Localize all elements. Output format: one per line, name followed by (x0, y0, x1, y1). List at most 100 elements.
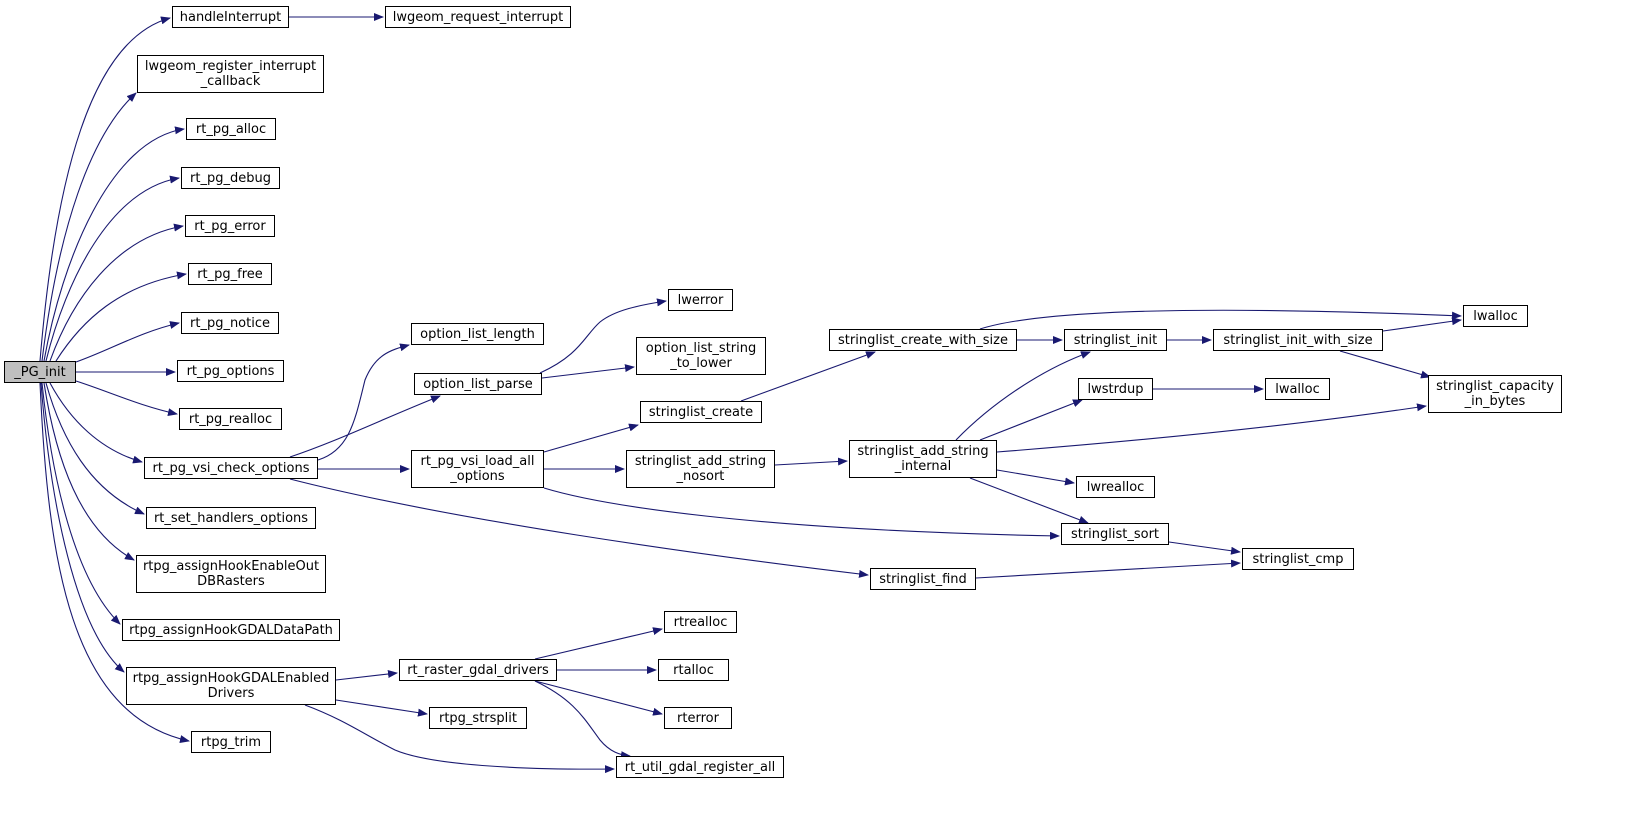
node-label-line: _internal (894, 459, 952, 474)
edge-stringlist_add_string_nosort-to-stringlist_add_string_internal (774, 457, 848, 466)
edge-pg_init-to-rt_pg_error (49, 223, 184, 362)
node-label: rtalloc (673, 662, 714, 678)
node-rt-pg-debug[interactable]: rt_pg_debug (181, 167, 280, 189)
node-label: lwalloc (1275, 381, 1320, 397)
node-rtrealloc[interactable]: rtrealloc (664, 611, 737, 633)
node-label: rt_pg_debug (190, 170, 271, 186)
node-rt-pg-free[interactable]: rt_pg_free (188, 263, 272, 285)
edge-pg_init-to-handleInterrupt (39, 16, 171, 362)
node-label: stringlist_init_with_size (1223, 332, 1373, 348)
edge-stringlist_add_string_internal-to-stringlist_init (955, 351, 1091, 441)
node-stringlist-create-with-size[interactable]: stringlist_create_with_size (829, 329, 1017, 351)
node-label-line: _nosort (676, 469, 725, 484)
edge-rtpg_assignHookGDALEnabledDrivers-to-rt_raster_gdal_drivers (335, 670, 398, 681)
node-label-line: Drivers (207, 686, 255, 701)
node-label: rtrealloc (673, 614, 728, 630)
node-rt-pg-realloc[interactable]: rt_pg_realloc (179, 408, 282, 430)
edge-rt_pg_vsi_check_options-to-option_list_parse (289, 395, 441, 458)
node-rt-raster-gdal-drivers[interactable]: rt_raster_gdal_drivers (399, 659, 557, 681)
edge-pg_init-to-rtpg_assignHookGDALDataPath (41, 382, 121, 625)
node-label: rt_pg_alloc (195, 121, 267, 137)
node-stringlist-create[interactable]: stringlist_create (640, 401, 762, 423)
node-stringlist-find[interactable]: stringlist_find (870, 568, 976, 590)
node-rterror[interactable]: rterror (664, 707, 732, 729)
edge-stringlist_add_string_internal-to-lwstrdup (979, 399, 1083, 441)
node-label-line: _to_lower (670, 356, 732, 371)
node-label: _PG_init (14, 364, 66, 380)
edge-stringlist_add_string_internal-to-stringlist_capacity_in_bytes (996, 403, 1427, 453)
edge-stringlist_create_with_size-to-lwalloc_top (979, 309, 1462, 330)
node-label-line: rt_pg_vsi_load_all (420, 454, 535, 469)
node-lwrealloc[interactable]: lwrealloc (1076, 476, 1155, 498)
node-stringlist-init[interactable]: stringlist_init (1064, 329, 1167, 351)
node-option-list-string-to-lower[interactable]: option_list_string_to_lower (636, 337, 766, 375)
node-lwstrdup[interactable]: lwstrdup (1078, 378, 1153, 400)
node-rt-pg-alloc[interactable]: rt_pg_alloc (186, 118, 276, 140)
node-stringlist-cmp[interactable]: stringlist_cmp (1242, 548, 1354, 570)
node-label: rtpg_trim (200, 734, 262, 750)
node-label-line: option_list_string (645, 341, 757, 356)
node-label: rt_set_handlers_options (153, 510, 309, 526)
node-label: rt_pg_vsi_check_options (152, 460, 310, 476)
edge-pg_init-to-rtpg_assignHookEnableOutDBRasters (43, 382, 135, 561)
node-label-line: _in_bytes (1464, 394, 1526, 409)
node-stringlist-init-with-size[interactable]: stringlist_init_with_size (1213, 329, 1383, 351)
node-rt-set-handlers-options[interactable]: rt_set_handlers_options (146, 507, 316, 529)
edge-stringlist_init_with_size-to-stringlist_capacity_in_bytes (1339, 350, 1431, 379)
node-stringlist-sort[interactable]: stringlist_sort (1061, 523, 1169, 545)
node-rt-pg-notice[interactable]: rt_pg_notice (181, 312, 279, 334)
node-rt-pg-vsi-load-all-options[interactable]: rt_pg_vsi_load_all_options (411, 450, 544, 488)
node-label: rt_pg_options (186, 363, 275, 379)
node-label: option_list_parse (423, 376, 533, 392)
edge-rt_raster_gdal_drivers-to-rterror (534, 680, 663, 716)
edge-pg_init-to-rtpg_trim (39, 382, 190, 743)
node-label: rt_pg_free (197, 266, 263, 282)
node-handleInterrupt[interactable]: handleInterrupt (172, 6, 289, 28)
edge-pg_init-to-rt_set_handlers_options (45, 382, 145, 515)
node-lwalloc-mid[interactable]: lwalloc (1265, 378, 1330, 400)
node-rtpg-strsplit[interactable]: rtpg_strsplit (429, 707, 527, 729)
node-label: lwalloc (1473, 308, 1518, 324)
edge-pg_init-to-rt_pg_debug (45, 175, 180, 362)
node-lwalloc-top[interactable]: lwalloc (1463, 305, 1528, 327)
node-label-line: DBRasters (197, 574, 265, 589)
node-label: rt_pg_realloc (188, 411, 273, 427)
node-label: lwgeom_request_interrupt (392, 9, 564, 25)
edge-pg_init-to-rtpg_assignHookGDALEnabledDrivers (40, 382, 125, 673)
edge-rt_pg_vsi_check_options-to-option_list_length (317, 343, 410, 461)
edge-pg_init-to-rt_pg_realloc (75, 380, 178, 417)
node-rt-pg-vsi-check-options[interactable]: rt_pg_vsi_check_options (144, 457, 318, 479)
node-option-list-length[interactable]: option_list_length (411, 323, 544, 345)
node-rtpg-assignHookGDALDataPath[interactable]: rtpg_assignHookGDALDataPath (122, 619, 340, 641)
edge-rt_pg_vsi_check_options-to-stringlist_find (289, 478, 869, 578)
node-stringlist-add-string-internal[interactable]: stringlist_add_string_internal (849, 440, 997, 478)
node-label: stringlist_cmp (1252, 551, 1344, 567)
node-rtpg-trim[interactable]: rtpg_trim (191, 731, 271, 753)
node-lwgeom-register-interrupt-callback[interactable]: lwgeom_register_interrupt_callback (137, 55, 324, 93)
node-rt-pg-error[interactable]: rt_pg_error (185, 215, 275, 237)
edge-rtpg_assignHookGDALEnabledDrivers-to-rt_util_gdal_register_all (304, 704, 615, 774)
node-rt-util-gdal-register-all[interactable]: rt_util_gdal_register_all (616, 756, 784, 778)
edge-stringlist_add_string_internal-to-stringlist_sort (969, 477, 1089, 524)
edge-option_list_parse-to-lwerror (539, 298, 667, 374)
node-label: option_list_length (420, 326, 535, 342)
node-rtalloc[interactable]: rtalloc (658, 659, 729, 681)
node-label-line: _options (450, 469, 505, 484)
node-label: rt_pg_error (194, 218, 266, 234)
node-label: rtpg_assignHookGDALDataPath (129, 622, 333, 638)
node-label: lwerror (677, 292, 724, 308)
node-option-list-parse[interactable]: option_list_parse (414, 373, 542, 395)
node-stringlist-add-string-nosort[interactable]: stringlist_add_string_nosort (626, 450, 775, 488)
node-lwgeom-request-interrupt[interactable]: lwgeom_request_interrupt (385, 6, 571, 28)
edge-pg_init-to-rt_pg_free (55, 271, 187, 362)
node-stringlist-capacity-in-bytes[interactable]: stringlist_capacity_in_bytes (1428, 375, 1562, 413)
node-label: stringlist_create (648, 404, 754, 420)
node-lwerror[interactable]: lwerror (668, 289, 733, 311)
node-rt-pg-options[interactable]: rt_pg_options (177, 360, 284, 382)
node-pg-init[interactable]: _PG_init (4, 361, 76, 383)
node-label-line: stringlist_add_string (857, 444, 989, 459)
